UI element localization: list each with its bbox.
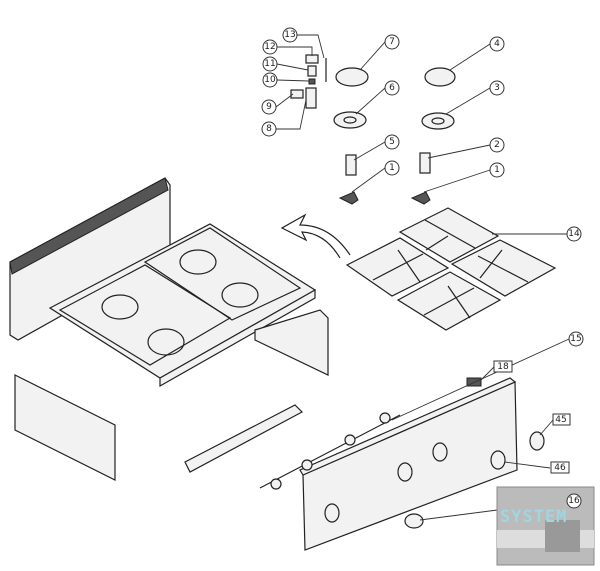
svg-text:1: 1	[494, 165, 500, 175]
side-panel	[254, 309, 329, 376]
callout-6: 6	[384, 80, 400, 96]
callout-46: 46	[550, 461, 570, 474]
callout-5: 5	[384, 134, 400, 150]
svg-text:SYSTEM: SYSTEM	[500, 507, 567, 527]
control-panel	[299, 377, 545, 551]
callout-9: 9	[261, 99, 277, 115]
svg-text:14: 14	[568, 229, 580, 239]
callout-11: 11	[262, 56, 278, 72]
callout-10: 10	[262, 72, 278, 88]
callout-2: 2	[489, 137, 505, 153]
callout-14: 14	[566, 226, 582, 242]
callout-15: 15	[568, 331, 584, 347]
svg-text:4: 4	[494, 39, 500, 49]
svg-text:12: 12	[264, 42, 275, 52]
leader-lines	[275, 34, 570, 521]
svg-text:9: 9	[266, 102, 272, 112]
callout-45: 45	[552, 413, 571, 426]
svg-text:5: 5	[389, 137, 395, 147]
svg-text:16: 16	[568, 496, 580, 506]
callout-13: 13	[282, 27, 298, 43]
svg-text:13: 13	[284, 30, 295, 40]
svg-text:18: 18	[497, 362, 509, 372]
callout-18: 18	[493, 360, 513, 373]
burner-rail	[184, 404, 303, 473]
backsplash-panel	[9, 177, 171, 341]
pan-supports	[345, 207, 557, 331]
cooktop-top	[48, 223, 317, 388]
callout-1-right: 1	[489, 162, 505, 178]
svg-text:10: 10	[264, 75, 276, 85]
callout-4: 4	[489, 36, 505, 52]
callout-8: 8	[261, 121, 277, 137]
svg-text:6: 6	[389, 83, 395, 93]
assembly-arrow	[280, 213, 351, 259]
svg-text:2: 2	[494, 140, 500, 150]
callout-1-left: 1	[384, 160, 400, 176]
callout-16: 16	[566, 493, 582, 509]
svg-text:46: 46	[554, 463, 566, 473]
burner-caps	[333, 67, 456, 205]
svg-text:8: 8	[266, 124, 272, 134]
svg-text:15: 15	[570, 334, 581, 344]
callout-12: 12	[262, 39, 278, 55]
system-logo-watermark: SYSTEM	[496, 486, 595, 566]
gas-manifold	[259, 412, 401, 490]
callout-7: 7	[384, 34, 400, 50]
svg-text:45: 45	[555, 415, 566, 425]
svg-text:7: 7	[389, 37, 395, 47]
valve-parts	[290, 54, 327, 109]
svg-text:1: 1	[389, 163, 395, 173]
callout-3: 3	[489, 80, 505, 96]
svg-text:3: 3	[494, 83, 500, 93]
svg-text:11: 11	[264, 59, 275, 69]
front-lower-panel	[14, 374, 116, 481]
